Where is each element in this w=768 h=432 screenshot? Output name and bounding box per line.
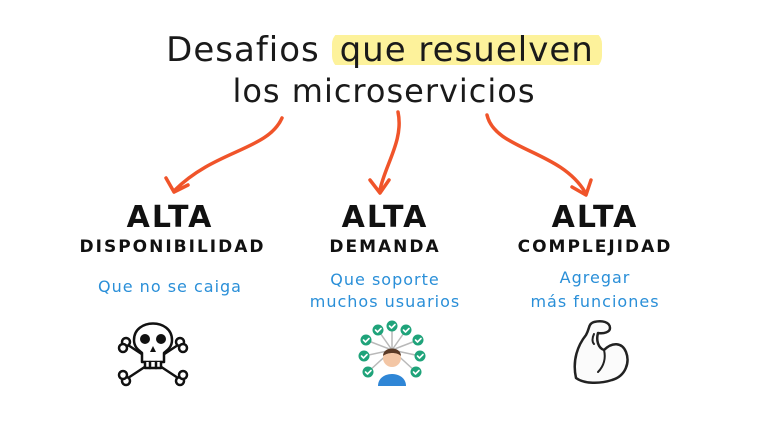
title-word: Desafios [166, 30, 320, 70]
col2-note-line2: muchos usuarios [309, 292, 461, 311]
col3-note-line1: Agregar [559, 268, 631, 287]
diagram-title-line1: Desafios que resuelven [0, 30, 768, 70]
diagram-title-line2: los microservicios [232, 72, 536, 110]
col2-heading: ALTA [341, 200, 429, 235]
arrow-right-head [570, 178, 593, 197]
arrow-center-head [368, 178, 391, 195]
title-highlight: que resuelven [331, 30, 602, 70]
col3-heading: ALTA [551, 200, 639, 235]
col3-note-line2: más funciones [530, 292, 660, 311]
arrow-right [485, 113, 587, 194]
col3-subheading: COMPLEJIDAD [517, 237, 673, 257]
arrow-center [378, 110, 401, 192]
col2-subheading: DEMANDA [329, 237, 441, 257]
col1-note-line1: Que no se caiga [98, 277, 242, 296]
col1-subheading: DISPONIBILIDAD [79, 237, 266, 257]
arrow-left [173, 116, 284, 192]
arrow-left-head [164, 176, 190, 194]
col1-heading: ALTA [126, 200, 214, 235]
col2-note-line1: Que soporte [330, 270, 440, 289]
